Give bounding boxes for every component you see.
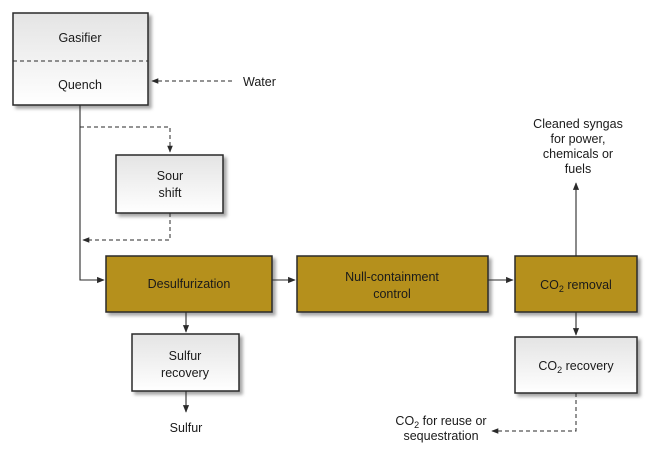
co2-recovery-label: CO2 recovery xyxy=(538,359,614,375)
null-containment-box: Null-containment control xyxy=(296,255,489,313)
sulfur-recovery-label-line1: Sulfur xyxy=(169,349,202,363)
cleaned-syngas-line2: for power, xyxy=(551,132,606,146)
water-label: Water xyxy=(243,75,276,89)
sulfur-recovery-box: Sulfur recovery xyxy=(131,333,240,392)
null-containment-label-line2: control xyxy=(373,287,411,301)
co2-reuse-arrow xyxy=(491,393,577,434)
sulfur-output-label: Sulfur xyxy=(170,421,203,435)
null-containment-label-line1: Null-containment xyxy=(345,270,439,284)
quench-to-desulfurization-arrow xyxy=(79,105,105,284)
co2-recovery-box: CO2 recovery xyxy=(514,336,638,394)
cleaned-syngas-line1: Cleaned syngas xyxy=(533,117,623,131)
cleaned-syngas-label: Cleaned syngas for power, chemicals or f… xyxy=(533,117,623,176)
cleaned-syngas-line3: chemicals or xyxy=(543,147,613,161)
desulfurization-label: Desulfurization xyxy=(148,277,231,291)
co2-reuse-line2: sequestration xyxy=(403,429,478,443)
quench-label: Quench xyxy=(58,78,102,92)
co2-removal-box: CO2 removal xyxy=(514,255,638,313)
co2-removal-label: CO2 removal xyxy=(540,278,612,294)
sour-shift-label-line1: Sour xyxy=(157,169,183,183)
co2-reuse-label: CO2 for reuse or sequestration xyxy=(395,414,486,443)
gasifier-quench-box: Gasifier Quench xyxy=(12,12,149,106)
sulfur-recovery-label-line2: recovery xyxy=(161,366,210,380)
co2-reuse-line1: CO2 for reuse or xyxy=(395,414,486,430)
quench-to-sour-shift-arrow xyxy=(80,126,173,153)
desulfurization-box: Desulfurization xyxy=(105,255,273,313)
sour-shift-return-arrow xyxy=(82,213,171,243)
sour-shift-label-line2: shift xyxy=(159,186,182,200)
sour-shift-box: Sour shift xyxy=(115,154,224,214)
cleaned-syngas-line4: fuels xyxy=(565,162,591,176)
gasifier-label: Gasifier xyxy=(58,31,101,45)
